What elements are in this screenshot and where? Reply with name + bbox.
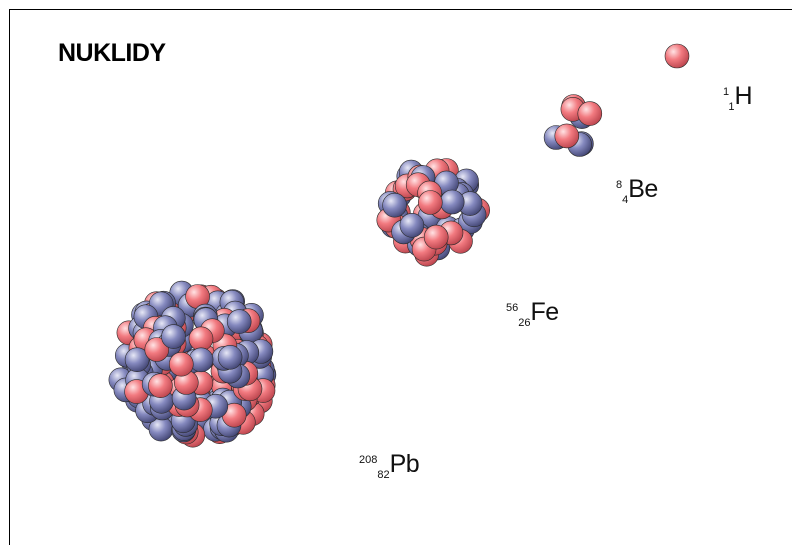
proton-sphere xyxy=(169,351,194,377)
element-symbol: H xyxy=(734,82,752,110)
neutron-sphere xyxy=(226,309,252,334)
element-symbol: Be xyxy=(628,175,658,203)
mass-number: 8 xyxy=(616,179,623,191)
nucleus-pb xyxy=(108,280,277,448)
neutron-sphere xyxy=(399,213,425,238)
proton-sphere xyxy=(664,43,690,69)
proton-sphere xyxy=(577,101,603,126)
neutron-sphere xyxy=(124,347,150,373)
atomic-number: 4 xyxy=(622,194,629,206)
proton-sphere xyxy=(188,326,214,352)
mass-number: 1 xyxy=(723,86,729,98)
atomic-number: 82 xyxy=(377,469,390,481)
mass-number: 208 xyxy=(359,454,378,466)
element-symbol: Pb xyxy=(389,450,420,478)
proton-sphere xyxy=(148,373,173,399)
nuclide-label-pb: 208 82Pb xyxy=(359,450,420,481)
neutron-sphere xyxy=(161,324,186,349)
nucleus-be xyxy=(543,94,603,157)
nucleus-h xyxy=(664,43,690,69)
element-symbol: Fe xyxy=(530,298,560,326)
proton-sphere xyxy=(144,337,170,362)
neutron-sphere xyxy=(439,189,465,215)
nuclide-label-h: 1 1H xyxy=(723,82,752,113)
diagram-frame xyxy=(9,9,792,545)
nucleus-fe xyxy=(376,158,491,267)
atomic-number: 26 xyxy=(518,317,531,329)
atomic-number: 1 xyxy=(728,101,735,113)
neutron-sphere xyxy=(217,344,243,370)
neutron-sphere xyxy=(382,192,407,218)
proton-sphere xyxy=(417,190,443,215)
proton-sphere xyxy=(423,224,449,250)
proton-sphere xyxy=(554,123,580,149)
nuclide-label-fe: 56 26Fe xyxy=(506,298,560,329)
nuclide-label-be: 8 4Be xyxy=(616,175,658,206)
page-title: NUKLIDY xyxy=(58,39,166,67)
mass-number: 56 xyxy=(506,302,519,314)
